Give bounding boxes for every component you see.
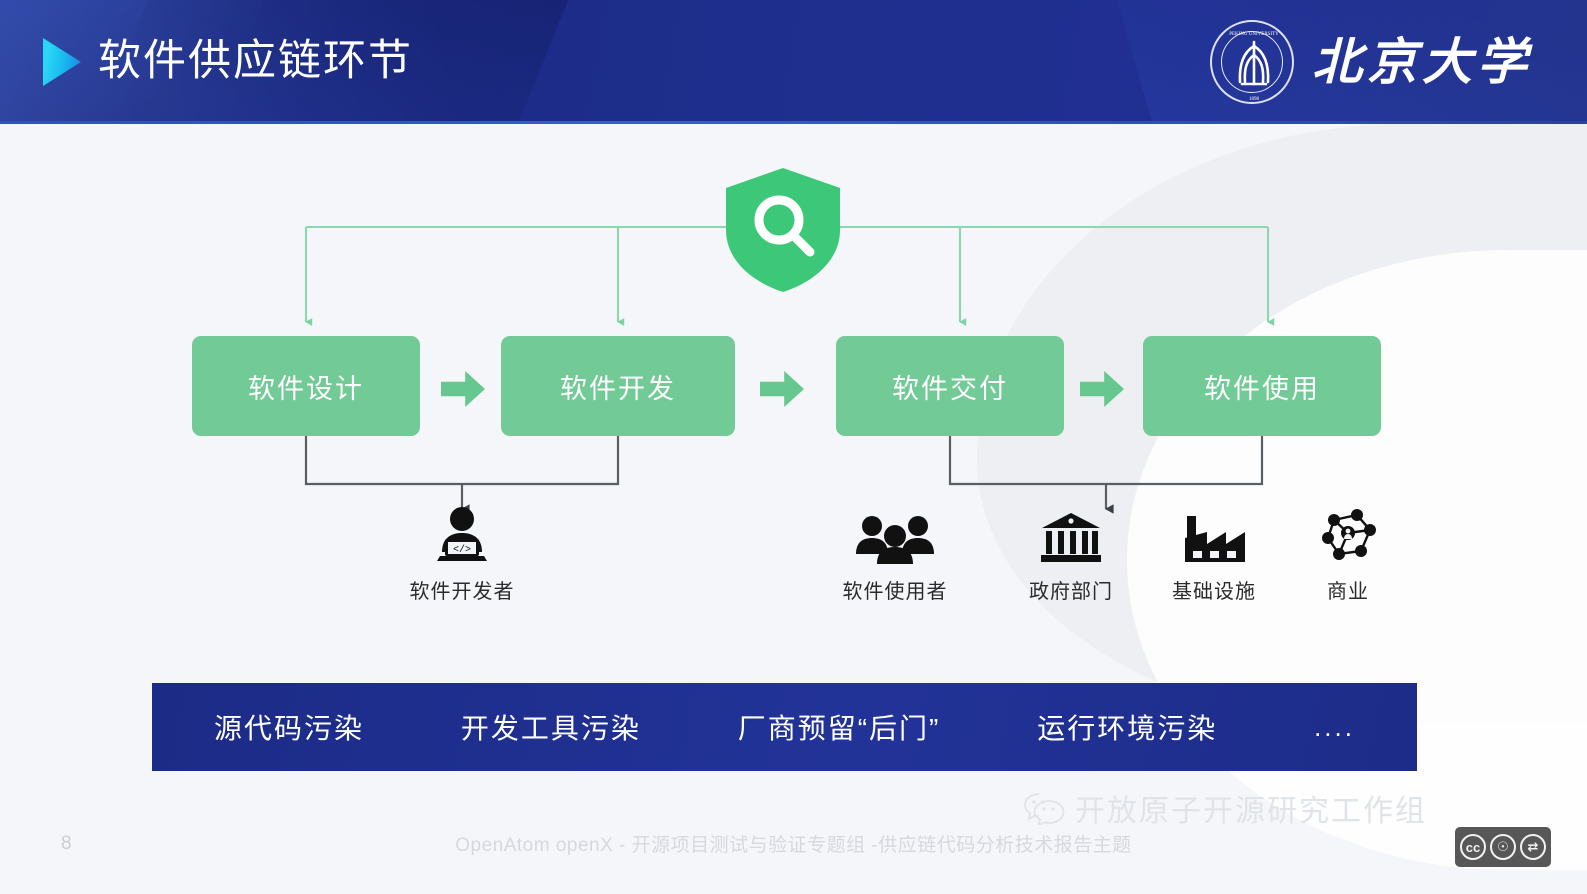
footer-caption: OpenAtom openX - 开源项目测试与验证专题组 -供应链代码分析技术… — [455, 835, 1132, 856]
threat-item: 开发工具污染 — [460, 713, 641, 744]
cc-by-mark: ☉ — [1490, 834, 1516, 860]
seal-inner-ring — [1221, 31, 1283, 93]
page-number: 8 — [61, 833, 72, 854]
page-title: 软件供应链环节 — [98, 37, 413, 85]
actor-software-user: 软件使用者 — [820, 502, 970, 604]
developer-laptop-icon: </> — [387, 502, 537, 564]
stage-label: 软件设计 — [248, 373, 364, 404]
cc-mark: cc — [1460, 834, 1486, 860]
threat-item: 源代码污染 — [214, 713, 365, 744]
business-network-icon — [1273, 502, 1423, 564]
stage-box-deliver[interactable]: 软件交付 — [836, 336, 1064, 436]
peking-university-seal-icon: PEKING UNIVERSITY 1898 — [1210, 20, 1294, 104]
gray-connector-tree — [304, 436, 1264, 514]
actor-developer: </> 软件开发者 — [387, 502, 537, 604]
watermark: 开放原子开源研究工作组 — [1023, 786, 1427, 830]
stage-box-design[interactable]: 软件设计 — [192, 336, 420, 436]
threat-item: 运行环境污染 — [1037, 713, 1218, 744]
svg-text:1898: 1898 — [1249, 97, 1260, 102]
stage-box-develop[interactable]: 软件开发 — [501, 336, 735, 436]
header-underline — [0, 121, 1587, 124]
slide-header: 软件供应链环节 PEKING UNIVERSITY 1898 — [0, 0, 1587, 124]
actor-government: 政府部门 — [996, 502, 1146, 604]
user-group-icon — [820, 502, 970, 564]
actor-label: 基础设施 — [1172, 581, 1256, 603]
university-logo: PEKING UNIVERSITY 1898 北京大学 — [1210, 17, 1532, 107]
actor-business: 商业 — [1273, 502, 1423, 604]
government-building-icon — [996, 502, 1146, 564]
stage-label: 软件交付 — [892, 373, 1008, 404]
actor-label: 商业 — [1327, 581, 1369, 603]
seal-glyph: PEKING UNIVERSITY 1898 — [1229, 32, 1279, 102]
svg-text:</>: </> — [453, 544, 471, 556]
actor-infrastructure: 基础设施 — [1139, 502, 1289, 604]
cc-nc-mark: ⇄ — [1520, 834, 1546, 860]
supply-chain-diagram: 软件设计 软件开发 软件交付 软件使用 — [0, 124, 1587, 764]
threat-item: 厂商预留“后门” — [737, 713, 941, 744]
shield-magnifier-icon — [718, 164, 848, 294]
stage-box-use[interactable]: 软件使用 — [1143, 336, 1381, 436]
wechat-icon — [1024, 793, 1065, 825]
threat-item-more: .... — [1314, 711, 1355, 742]
svg-text:PEKING UNIVERSITY: PEKING UNIVERSITY — [1229, 32, 1279, 37]
creative-commons-icon: cc ☉ ⇄ — [1455, 827, 1551, 867]
stage-label: 软件开发 — [560, 373, 676, 404]
actor-label: 软件使用者 — [842, 581, 948, 603]
watermark-text: 开放原子开源研究工作组 — [1075, 795, 1427, 828]
actor-label: 政府部门 — [1029, 581, 1113, 603]
stage-label: 软件使用 — [1204, 373, 1320, 404]
threats-banner: 源代码污染 开发工具污染 厂商预留“后门” 运行环境污染 .... — [152, 683, 1417, 771]
university-name: 北京大学 — [1312, 34, 1532, 90]
factory-icon — [1139, 502, 1289, 564]
actor-label: 软件开发者 — [409, 581, 515, 603]
